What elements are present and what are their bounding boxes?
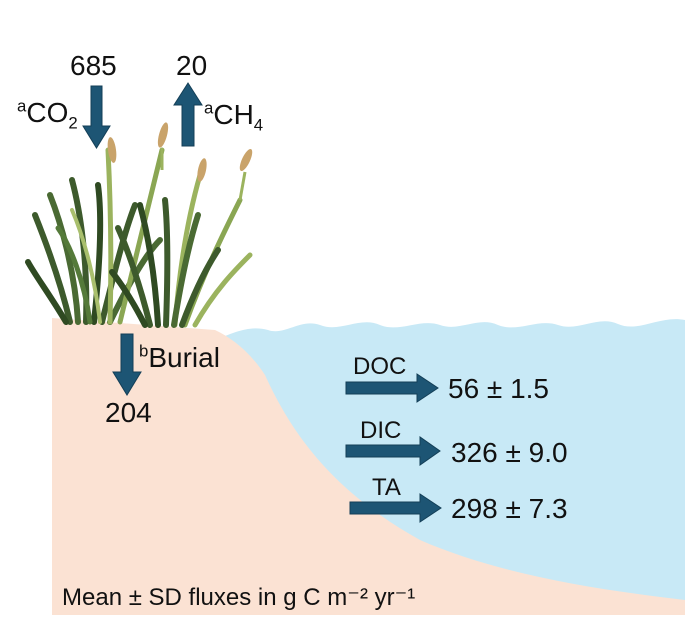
arrow-down-icon [82,85,111,149]
ta-label: TA [372,474,401,501]
co2-flux-label: aCO2 [17,96,78,133]
dic-flux-value: 326 ± 9.0 [451,437,568,468]
units-caption: Mean ± SD fluxes in g C m⁻² yr⁻¹ [62,584,416,611]
arrow-down-icon [112,333,142,396]
ch4-flux-label: aCH4 [204,98,264,135]
arrow-right-icon [345,436,441,466]
marsh-sediment [52,318,685,615]
ta-flux-value: 298 ± 7.3 [451,493,568,524]
grass-seed-heads [107,122,253,201]
grass-clump-left [25,177,163,325]
arrow-right-icon [349,493,442,523]
ch4-flux-value: 20 [176,50,208,81]
burial-flux-label: bBurial [139,341,220,373]
arrow-up-icon [173,82,203,147]
grass-clump-middle [109,197,221,328]
arrow-right-icon [345,373,439,403]
co2-flux-value: 685 [70,50,117,81]
doc-label: DOC [353,353,407,380]
marsh-grass-illustration [25,122,253,328]
dic-label: DIC [360,417,402,444]
burial-flux-value: 204 [105,397,152,428]
doc-flux-value: 56 ± 1.5 [448,373,549,404]
